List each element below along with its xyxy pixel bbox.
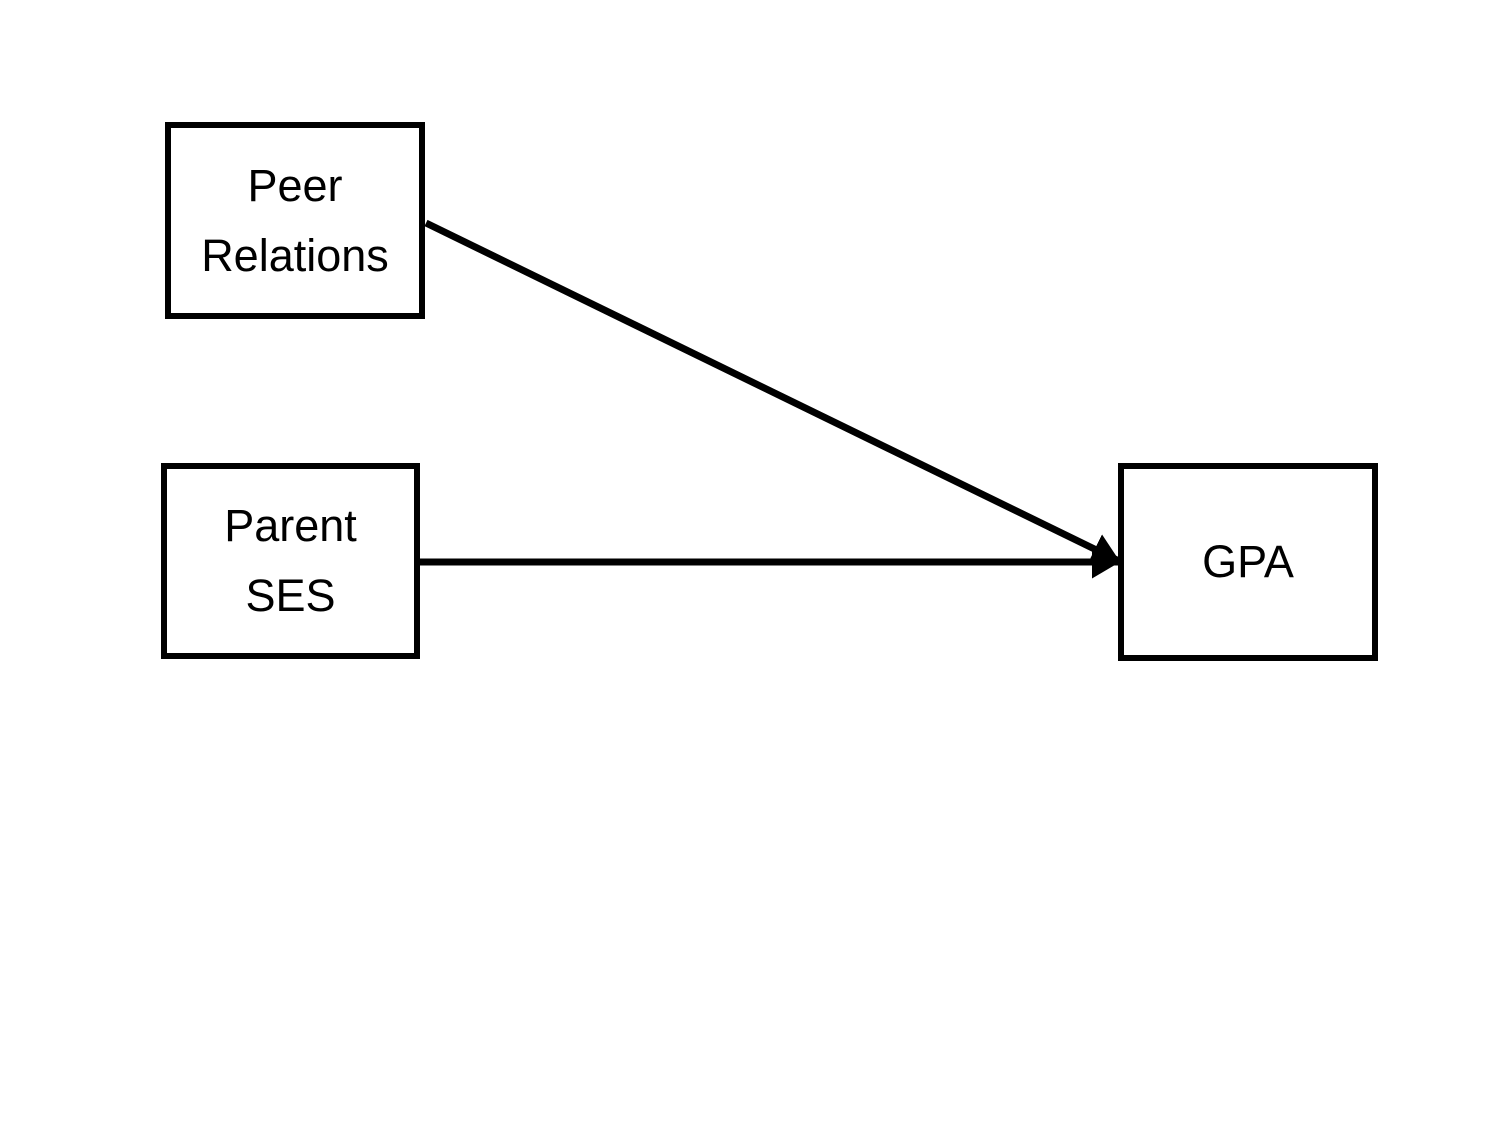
node-parent-ses-label-line2: SES: [245, 570, 336, 621]
node-peer-relations-label-line1: Peer: [247, 159, 343, 211]
node-parent-ses-label-line1: Parent: [224, 500, 357, 551]
node-parent-ses: Parent SES: [161, 463, 420, 659]
node-peer-relations: Peer Relations: [165, 122, 425, 319]
node-peer-relations-label-line2: Relations: [201, 229, 389, 281]
node-gpa: GPA: [1118, 463, 1378, 661]
node-gpa-label: GPA: [1202, 536, 1294, 587]
edge-peer-relations-to-gpa-arrow: [424, 219, 1121, 565]
